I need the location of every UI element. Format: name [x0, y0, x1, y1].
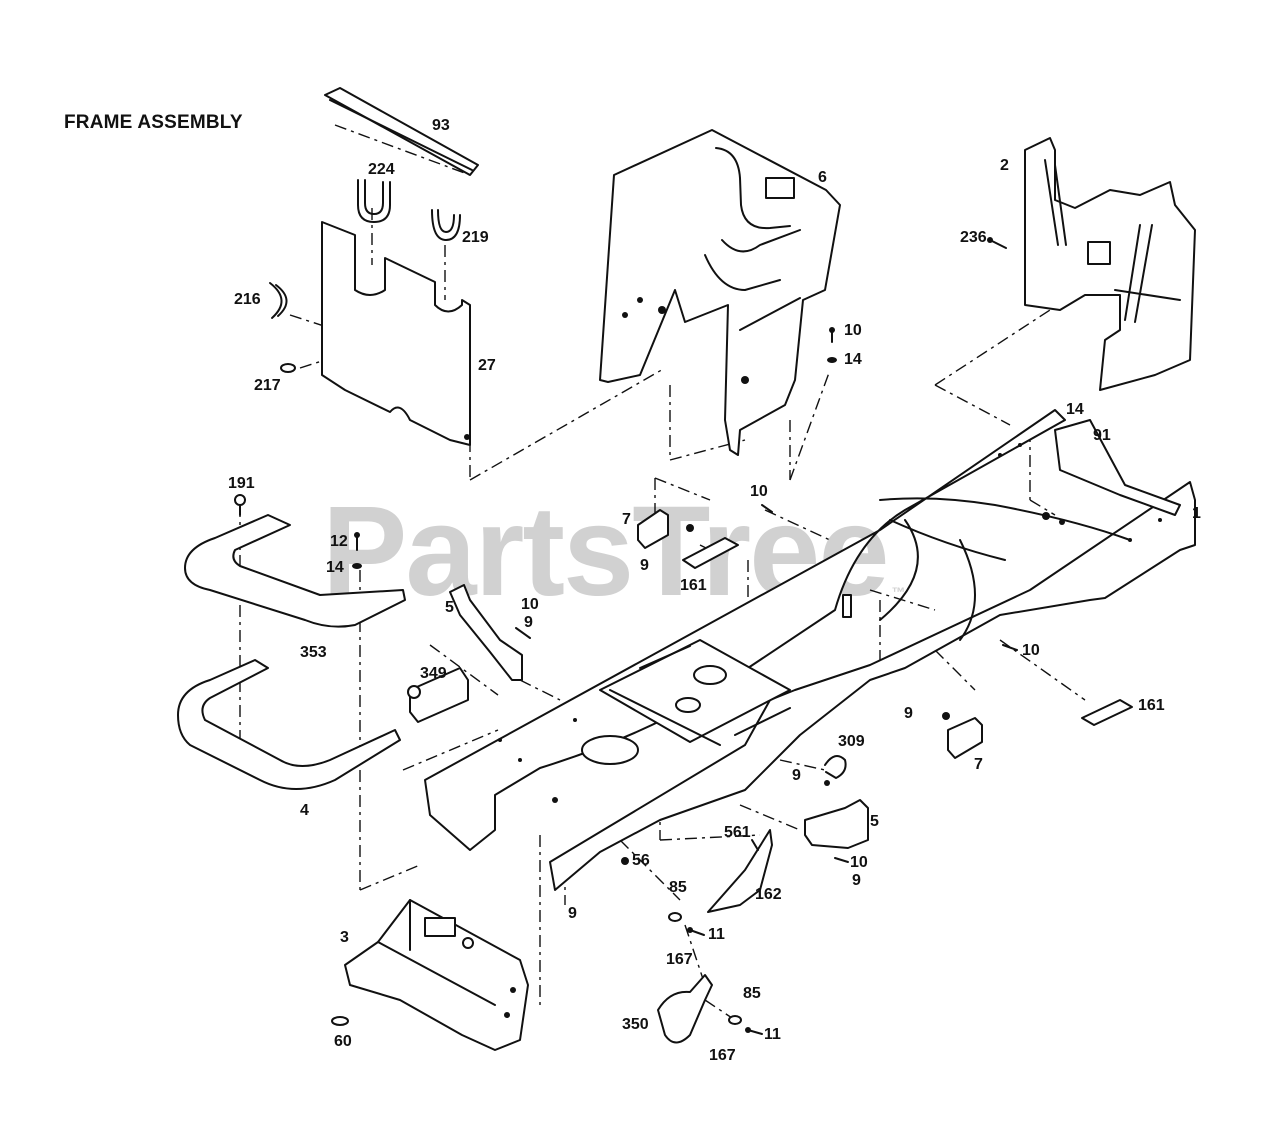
callout-191: 191 — [228, 475, 255, 492]
part-10-bolt-b — [761, 504, 773, 513]
part-6-seat-support — [599, 129, 841, 456]
part-14-nut-c — [352, 563, 362, 569]
part-191-bolt — [234, 494, 246, 516]
part-9-nut-d — [824, 780, 830, 786]
callout-162: 162 — [755, 886, 782, 903]
callout-11-a: 11 — [708, 926, 725, 943]
part-350-lever — [657, 974, 713, 1044]
part-224-ubracket — [357, 179, 391, 223]
part-561-screw — [751, 839, 759, 851]
callout-9-b: 9 — [524, 614, 533, 631]
callout-7-a: 7 — [622, 511, 631, 528]
callout-9-a: 9 — [640, 557, 649, 574]
callout-12: 12 — [330, 533, 348, 550]
part-353-plate — [184, 514, 406, 628]
callout-9-f: 9 — [568, 905, 577, 922]
callout-6: 6 — [818, 169, 827, 186]
callout-10-c: 10 — [521, 596, 539, 613]
callout-93: 93 — [432, 117, 450, 134]
callout-1: 1 — [1192, 505, 1201, 522]
callout-167-b: 167 — [709, 1047, 736, 1064]
callout-10-b: 10 — [750, 483, 768, 500]
part-10-bolt-a — [829, 327, 835, 343]
part-1-main-frame — [424, 409, 1196, 891]
part-27-panel — [321, 221, 471, 446]
part-56-nut — [621, 857, 629, 865]
callout-224: 224 — [368, 161, 395, 178]
part-162-guard — [707, 829, 773, 913]
callout-7-b: 7 — [974, 756, 983, 773]
callout-216: 216 — [234, 291, 261, 308]
part-10-bolt-e — [834, 857, 849, 863]
part-236-screw — [987, 237, 1007, 249]
callout-10-e: 10 — [850, 854, 868, 871]
callout-5-a: 5 — [445, 599, 454, 616]
callout-85-b: 85 — [743, 985, 761, 1002]
callout-353: 353 — [300, 644, 327, 661]
part-60-clip — [331, 1016, 349, 1026]
callout-219: 219 — [462, 229, 489, 246]
callout-9-c: 9 — [904, 705, 913, 722]
part-10-bolt-c — [515, 627, 531, 639]
part-7-bracket-a — [637, 509, 694, 549]
callout-9-e: 9 — [852, 872, 861, 889]
part-4-bumper — [177, 659, 401, 790]
callout-60: 60 — [334, 1033, 352, 1050]
callout-14-c: 14 — [326, 559, 344, 576]
part-12-bolt — [354, 532, 360, 551]
callout-27: 27 — [478, 357, 496, 374]
part-11-bolt-b — [745, 1027, 763, 1035]
callout-14-a: 14 — [844, 351, 862, 368]
part-349-pivot — [407, 667, 469, 723]
callout-167-a: 167 — [666, 951, 693, 968]
part-85-washer-a — [668, 912, 682, 922]
part-2-dash-frame — [1024, 137, 1196, 391]
part-3-battery-tray — [344, 899, 529, 1051]
part-5-bracket-a — [449, 584, 523, 681]
part-7-bracket-b — [942, 712, 983, 759]
callout-91: 91 — [1093, 427, 1111, 444]
part-93-strip — [324, 87, 479, 176]
part-217-screw — [280, 363, 296, 373]
callout-350: 350 — [622, 1016, 649, 1033]
callout-217: 217 — [254, 377, 281, 394]
callout-5-b: 5 — [870, 813, 879, 830]
diagram-title: FRAME ASSEMBLY — [64, 112, 243, 133]
callout-161-a: 161 — [680, 577, 707, 594]
callout-14-b: 14 — [1066, 401, 1084, 418]
callout-85-a: 85 — [669, 879, 687, 896]
part-161-pad-a — [682, 537, 739, 569]
callout-56: 56 — [632, 852, 650, 869]
part-85-washer-b — [728, 1015, 742, 1025]
callout-3: 3 — [340, 929, 349, 946]
part-216-arc — [269, 282, 288, 319]
part-309-clip — [824, 755, 847, 779]
part-161-pad-b — [1081, 699, 1133, 726]
callout-11-b: 11 — [764, 1026, 781, 1043]
callout-4: 4 — [300, 802, 309, 819]
part-14-nut-a — [827, 357, 837, 363]
callout-10-d: 10 — [1022, 642, 1040, 659]
part-10-bolt-d — [1002, 644, 1018, 651]
part-219-clip — [431, 209, 461, 241]
callout-561: 561 — [724, 824, 751, 841]
callout-236: 236 — [960, 229, 987, 246]
part-11-bolt-a — [687, 927, 705, 936]
callout-161-b: 161 — [1138, 697, 1165, 714]
callout-9-d: 9 — [792, 767, 801, 784]
callout-10-a: 10 — [844, 322, 862, 339]
part-5-bracket-b — [804, 799, 869, 849]
callout-309: 309 — [838, 733, 865, 750]
callout-349: 349 — [420, 665, 447, 682]
callout-2: 2 — [1000, 157, 1009, 174]
